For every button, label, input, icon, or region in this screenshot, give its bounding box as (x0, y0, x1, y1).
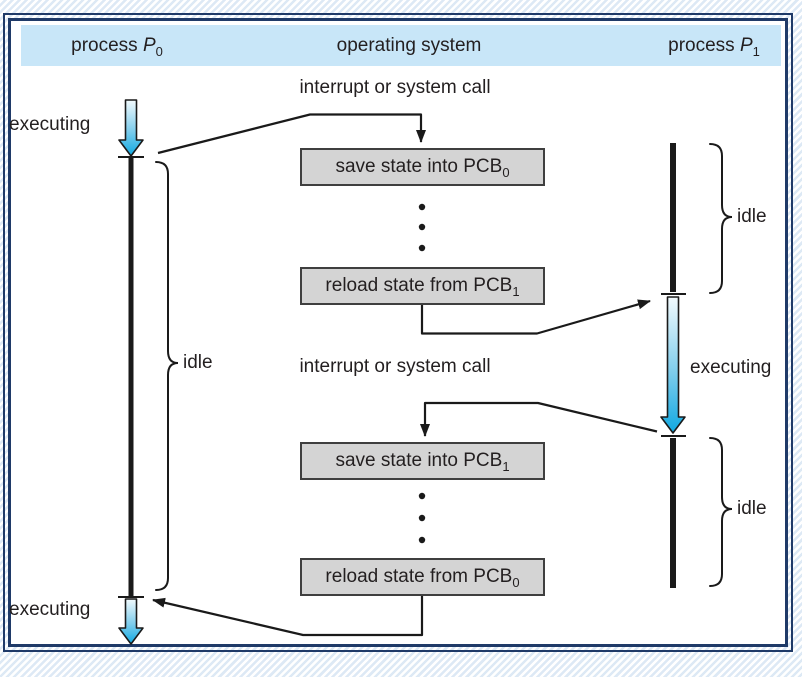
box-reload-state-pcb0-subscript: 0 (512, 574, 520, 590)
arrow-p1-to-save-pcb1 (420, 401, 658, 437)
p0-executing-label-bottom: executing (9, 599, 91, 620)
process-p1-prefix: process (668, 35, 740, 56)
box-save-state-pcb1: save state into PCB1 (300, 442, 545, 480)
p0-idle-label: idle (183, 352, 213, 373)
process-p1-var: P (739, 35, 753, 56)
p1-idle-label-bottom: idle (737, 498, 767, 519)
box-save-state-pcb1-subscript: 1 (502, 458, 510, 474)
column-header-bar: process P0 operating system process P1 (21, 25, 781, 66)
process-p0-subscript: 0 (155, 43, 163, 59)
p1-executing-label: executing (690, 357, 772, 378)
p0-timeline (118, 156, 144, 598)
context-switch-arrows (152, 113, 658, 637)
interrupt-label-bottom: interrupt or system call (299, 356, 491, 377)
box-reload-state-pcb0-label: reload state from PCB (325, 566, 513, 587)
column-header-operating-system: operating system (336, 35, 482, 56)
p1-timeline (661, 143, 686, 588)
p0-executing-label-top: executing (9, 114, 91, 135)
executing-arrows (118, 99, 686, 645)
p1-executing-down-arrow-icon (660, 296, 686, 434)
dot (418, 223, 426, 231)
dot (418, 244, 426, 252)
slide-inner-frame (8, 18, 788, 647)
box-reload-state-pcb0: reload state from PCB0 (300, 558, 545, 596)
interrupt-label-top: interrupt or system call (299, 77, 491, 98)
arrow-p0-to-save-pcb0 (157, 113, 426, 155)
process-p0-var: P (142, 35, 156, 56)
p1-idle-brace-bottom (709, 437, 733, 587)
p0-executing-down-arrow-icon (118, 99, 144, 157)
column-header-process-p1: process P1 (668, 25, 760, 66)
arrow-reload-pcb0-to-p0 (152, 596, 424, 637)
p0-executing-down-arrow-bottom-icon (118, 598, 144, 645)
idle-braces (155, 143, 733, 591)
slide-outer-frame (3, 13, 793, 652)
process-p1-subscript: 1 (752, 43, 760, 59)
dot (418, 203, 426, 211)
dot (418, 492, 426, 500)
box-save-state-pcb1-label: save state into PCB (335, 450, 503, 471)
box-reload-state-pcb1: reload state from PCB1 (300, 267, 545, 305)
box-save-state-pcb0: save state into PCB0 (300, 148, 545, 186)
column-header-process-p0: process P0 (71, 25, 163, 66)
box-reload-state-pcb1-subscript: 1 (512, 283, 520, 299)
box-save-state-pcb0-subscript: 0 (502, 164, 510, 180)
dot (418, 514, 426, 522)
process-p0-prefix: process (71, 35, 143, 56)
box-reload-state-pcb1-label: reload state from PCB (325, 275, 513, 296)
p1-idle-brace-top (709, 143, 733, 294)
ellipsis-dots (418, 203, 426, 544)
dot (418, 536, 426, 544)
arrow-reload-pcb1-to-p1 (420, 299, 651, 335)
box-save-state-pcb0-label: save state into PCB (335, 156, 503, 177)
p0-idle-brace (155, 161, 179, 591)
p1-idle-label-top: idle (737, 206, 767, 227)
